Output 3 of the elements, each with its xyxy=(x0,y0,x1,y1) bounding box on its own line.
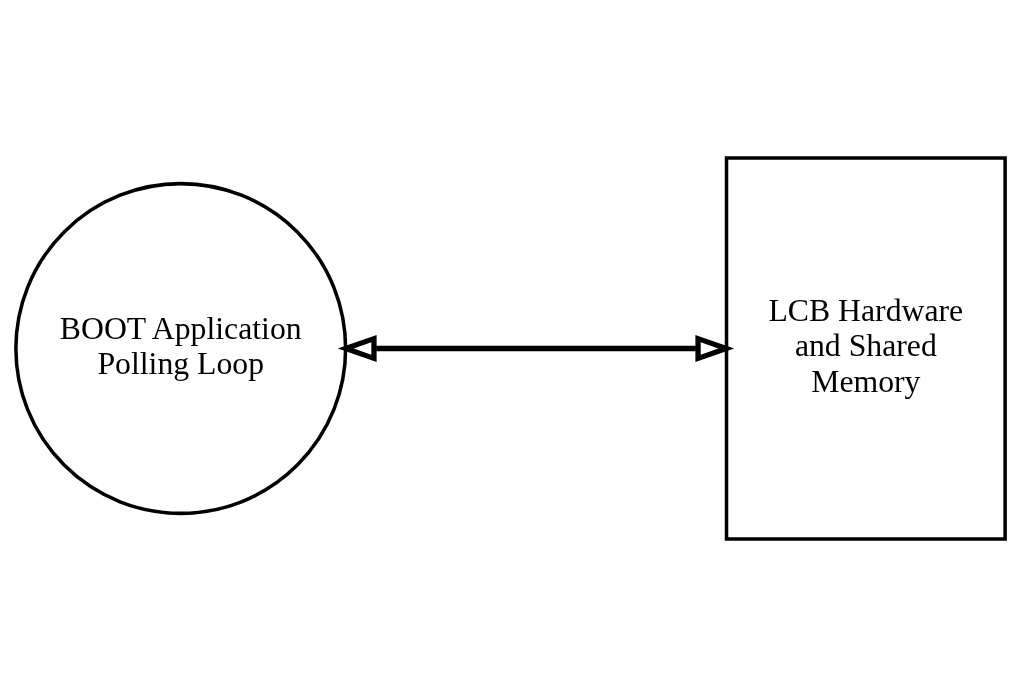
arrow xyxy=(337,334,735,363)
node-box: LCB Hardware and Shared Memory xyxy=(724,156,1007,541)
node-circle: BOOT Application Polling Loop xyxy=(14,181,348,516)
